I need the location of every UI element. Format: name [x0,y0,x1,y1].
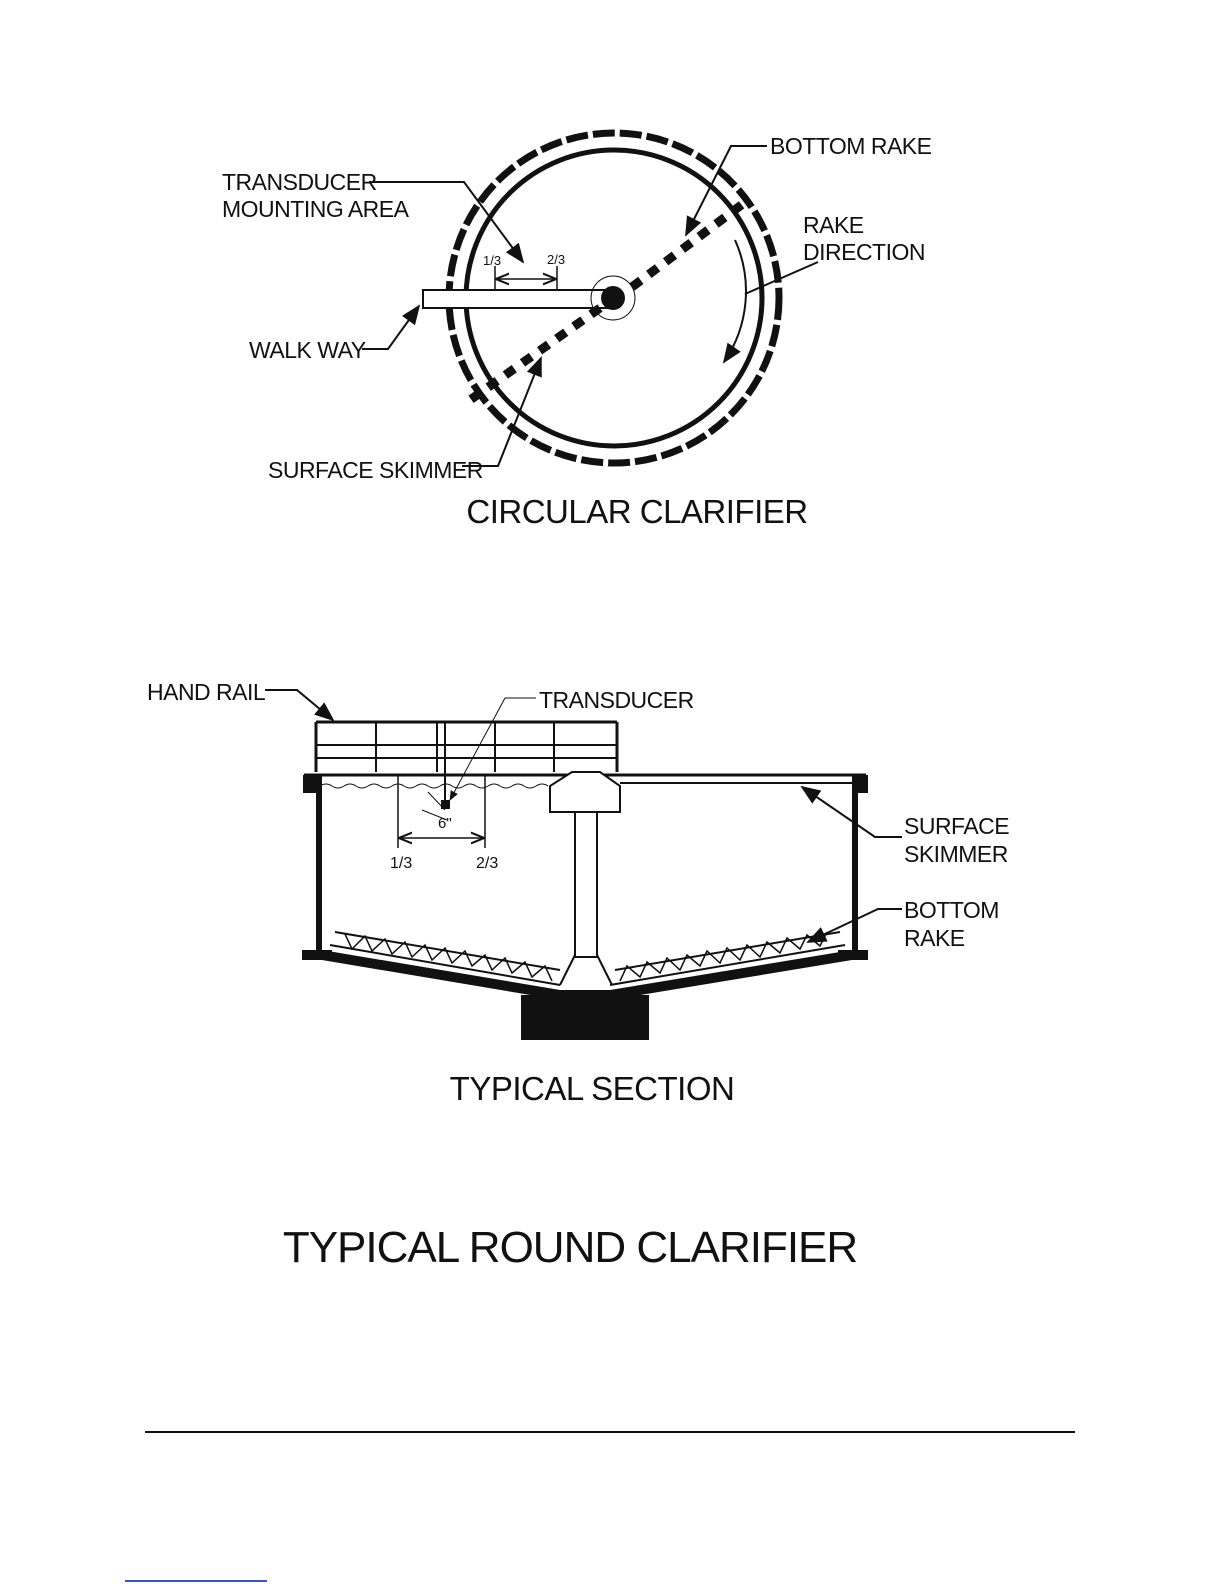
rake-direction-label-1: RAKE [803,212,864,238]
walkway-label: WALK WAY [249,337,366,363]
bottom-rake-section-label-2: RAKE [904,925,965,951]
center-hub [601,286,625,310]
plan-one-third-label: 1/3 [483,253,501,268]
transducer-mounting-label-2: MOUNTING AREA [222,196,410,222]
center-sump [521,995,649,1040]
bottom-rake-arm [632,200,748,287]
left-wall [316,775,322,955]
circular-clarifier-title: CIRCULAR CLARIFIER [466,493,807,530]
typical-section: 1/3 2/3 6" HAND RAIL TRANSDUCER SURFACE … [147,679,1009,1107]
surface-skimmer-section-label-2: SKIMMER [904,841,1008,867]
center-column [575,812,597,957]
transducer-leader [369,182,523,262]
main-title: TYPICAL ROUND CLARIFIER [283,1223,857,1272]
left-wall-cap [303,775,317,793]
column-skirt [560,955,612,985]
circular-clarifier-plan: 1/3 2/3 TRANSDUCER MOUNTING AREA BOTTOM … [222,133,932,530]
section-two-third-label: 2/3 [476,855,498,872]
walkway-leader [362,306,419,349]
hand-rail-leader [265,690,333,720]
center-drive-box [550,772,620,812]
transducer-section-leader [450,698,536,800]
surface-skimmer-section-label-1: SURFACE [904,813,1009,839]
hand-rail-label: HAND RAIL [147,679,266,705]
surface-skimmer-leader [462,358,541,466]
bottom-rake-label: BOTTOM RAKE [770,133,932,159]
bottom-rake-section-label-1: BOTTOM [904,897,999,923]
right-wall-cap [856,775,868,793]
transducer-mounting-label-1: TRANSDUCER [222,169,377,195]
rake-direction-arrow [724,240,746,362]
six-inch-label: 6" [438,815,452,832]
transducer-section-label: TRANSDUCER [539,687,694,713]
section-one-third-label: 1/3 [390,855,412,872]
hand-rail [316,722,617,772]
water-surface [320,784,548,788]
typical-section-title: TYPICAL SECTION [450,1070,735,1107]
rake-direction-label-2: DIRECTION [803,239,925,265]
surface-skimmer-arm [470,308,600,400]
plan-two-third-label: 2/3 [547,252,565,267]
surface-skimmer-label: SURFACE SKIMMER [268,457,483,483]
walkway [423,290,611,308]
right-wall [852,775,858,955]
